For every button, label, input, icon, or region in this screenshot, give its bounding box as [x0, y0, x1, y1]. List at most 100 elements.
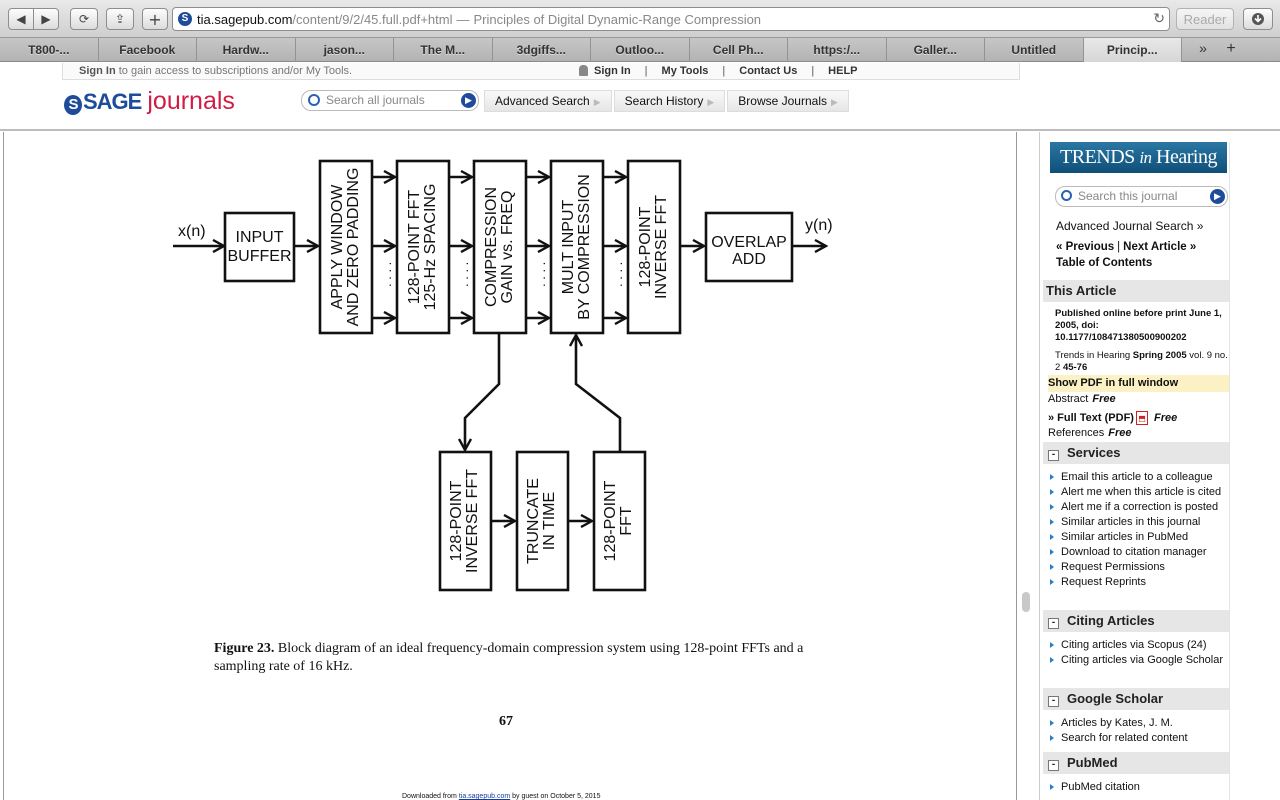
list-item[interactable]: Alert me when this article is cited: [1043, 485, 1229, 500]
fft-bottom-label-2: FFT: [618, 506, 635, 536]
collapse-icon[interactable]: -: [1048, 618, 1059, 629]
back-button[interactable]: ◀: [8, 8, 34, 30]
browser-tab[interactable]: Outloo...: [591, 38, 690, 62]
history-button[interactable]: ⟳: [70, 8, 98, 30]
published-info: Published online before print June 1, 20…: [1055, 308, 1222, 343]
google-scholar-heading[interactable]: -Google Scholar: [1043, 688, 1229, 710]
browser-tab[interactable]: Untitled: [985, 38, 1084, 62]
share-button[interactable]: ⇪: [106, 8, 134, 30]
browser-tab[interactable]: The M...: [394, 38, 493, 62]
nav-contact-link[interactable]: Contact Us: [739, 65, 798, 77]
collapse-icon[interactable]: -: [1048, 760, 1059, 771]
page-number: 67: [499, 714, 513, 729]
tab-overflow-button[interactable]: »: [1199, 40, 1207, 56]
new-tab-button[interactable]: +: [142, 8, 168, 30]
inverse-fft-label-2: INVERSE FFT: [653, 195, 670, 299]
article-sidebar: TRENDS in Hearing Search this journal ▶ …: [1039, 132, 1280, 800]
browser-tab[interactable]: T800-...: [0, 38, 99, 62]
inverse-fft-bottom-label-2: INVERSE FFT: [464, 469, 481, 573]
list-item[interactable]: Similar articles in this journal: [1043, 515, 1229, 530]
browser-tab[interactable]: Cell Ph...: [690, 38, 788, 62]
list-item[interactable]: Email this article to a colleague: [1043, 470, 1229, 485]
full-text-row: » Full Text (PDF)⬒Free: [1048, 411, 1230, 426]
next-article-link[interactable]: Next Article »: [1123, 241, 1197, 253]
list-item[interactable]: PubMed citation: [1043, 780, 1229, 795]
reader-button[interactable]: Reader: [1176, 8, 1234, 30]
input-buffer-label-1: INPUT: [236, 229, 284, 246]
utility-nav: Sign In|My Tools|Contact Us|HELP: [573, 65, 864, 77]
list-item[interactable]: Similar articles in PubMed: [1043, 530, 1229, 545]
list-item[interactable]: Request Permissions: [1043, 560, 1229, 575]
search-go-button[interactable]: ▶: [461, 93, 476, 108]
page-title: Principles of Digital Dynamic-Range Comp…: [473, 11, 762, 27]
inverse-fft-label-1: 128-POINT: [637, 206, 654, 287]
pdf-viewer[interactable]: x(n) y(n) INPUT BUFFER OVERLAP ADD APPLY…: [0, 132, 1038, 800]
add-tab-button[interactable]: +: [1226, 40, 1236, 57]
show-pdf-full-window-link[interactable]: Show PDF in full window: [1048, 375, 1230, 392]
ellipsis-dots: . . . .: [456, 262, 471, 287]
search-all-journals-input[interactable]: Search all journals ▶: [301, 90, 479, 111]
pubmed-section: -PubMed PubMed citation: [1043, 752, 1229, 795]
advanced-journal-search-link[interactable]: Advanced Journal Search »: [1056, 219, 1204, 233]
signin-text: to gain access to subscriptions and/or M…: [115, 65, 353, 77]
citing-articles-heading[interactable]: -Citing Articles: [1043, 610, 1229, 632]
search-icon: [1061, 190, 1072, 201]
bullet-arrow-icon: [1050, 720, 1054, 726]
references-link[interactable]: References: [1048, 427, 1105, 439]
bullet-arrow-icon: [1050, 489, 1054, 495]
search-this-journal-input[interactable]: Search this journal ▶: [1055, 186, 1228, 207]
browser-tab[interactable]: https:/...: [788, 38, 887, 62]
bullet-arrow-icon: [1050, 474, 1054, 480]
download-site-link[interactable]: tia.sagepub.com: [458, 793, 511, 800]
browse-journals-link[interactable]: Browse Journals▶: [727, 90, 849, 112]
list-item[interactable]: Citing articles via Scopus (24): [1043, 638, 1229, 653]
list-item[interactable]: Request Reprints: [1043, 575, 1229, 590]
collapse-icon[interactable]: -: [1048, 696, 1059, 707]
nav-help-link[interactable]: HELP: [828, 65, 858, 77]
input-buffer-box: [223, 211, 296, 283]
trends-in-hearing-logo[interactable]: TRENDS in Hearing: [1050, 142, 1227, 173]
fft-bottom-label-1: 128-POINT: [602, 480, 619, 561]
search-go-button[interactable]: ▶: [1210, 189, 1225, 204]
previous-article-link[interactable]: « Previous: [1056, 241, 1115, 253]
signin-link[interactable]: Sign In: [79, 65, 116, 77]
list-item[interactable]: Citing articles via Google Scholar: [1043, 653, 1229, 668]
services-heading[interactable]: -Services: [1043, 442, 1229, 464]
chevron-right-icon: ▶: [593, 97, 601, 107]
pdf-scrollbar[interactable]: [1022, 592, 1030, 612]
abstract-link[interactable]: Abstract: [1048, 393, 1089, 405]
list-item[interactable]: Alert me if a correction is posted: [1043, 500, 1229, 515]
compression-label-2: GAIN vs. FREQ: [499, 191, 516, 304]
list-item[interactable]: Download to citation manager: [1043, 545, 1229, 560]
nav-signin-link[interactable]: Sign In: [594, 65, 631, 77]
collapse-icon[interactable]: -: [1048, 450, 1059, 461]
address-bar[interactable]: S tia.sagepub.com/content/9/2/45.full.pd…: [172, 7, 1170, 31]
free-badge: Free: [1153, 412, 1178, 424]
advanced-search-link[interactable]: Advanced Search▶: [484, 90, 612, 112]
reload-icon[interactable]: ↻: [1153, 10, 1165, 26]
mult-input-label-1: MULT INPUT: [560, 200, 577, 295]
browser-tab[interactable]: Galler...: [887, 38, 985, 62]
browser-toolbar: ◀ ▶ ⟳ ⇪ + S tia.sagepub.com/content/9/2/…: [0, 0, 1280, 38]
search-history-link[interactable]: Search History▶: [613, 90, 726, 112]
forward-button[interactable]: ▶: [33, 8, 59, 30]
downloads-button[interactable]: [1243, 8, 1273, 30]
full-text-pdf-link[interactable]: » Full Text (PDF): [1048, 412, 1134, 424]
pubmed-heading[interactable]: -PubMed: [1043, 752, 1229, 774]
browser-tab[interactable]: 3dgiffs...: [493, 38, 591, 62]
bullet-arrow-icon: [1050, 642, 1054, 648]
compression-label-1: COMPRESSION: [483, 187, 500, 307]
browser-tab[interactable]: jason...: [296, 38, 394, 62]
chevron-right-icon: ▶: [707, 97, 715, 107]
table-of-contents-link[interactable]: Table of Contents: [1056, 257, 1153, 269]
list-item[interactable]: Articles by Kates, J. M.: [1043, 716, 1229, 731]
browser-tab[interactable]: Facebook: [99, 38, 197, 62]
browser-tab[interactable]: Hardw...: [197, 38, 296, 62]
nav-mytools-link[interactable]: My Tools: [661, 65, 709, 77]
list-item[interactable]: Search for related content: [1043, 731, 1229, 746]
browser-tab-active[interactable]: Princip...: [1083, 38, 1182, 62]
forward-arrow-icon: ▶: [41, 12, 51, 26]
